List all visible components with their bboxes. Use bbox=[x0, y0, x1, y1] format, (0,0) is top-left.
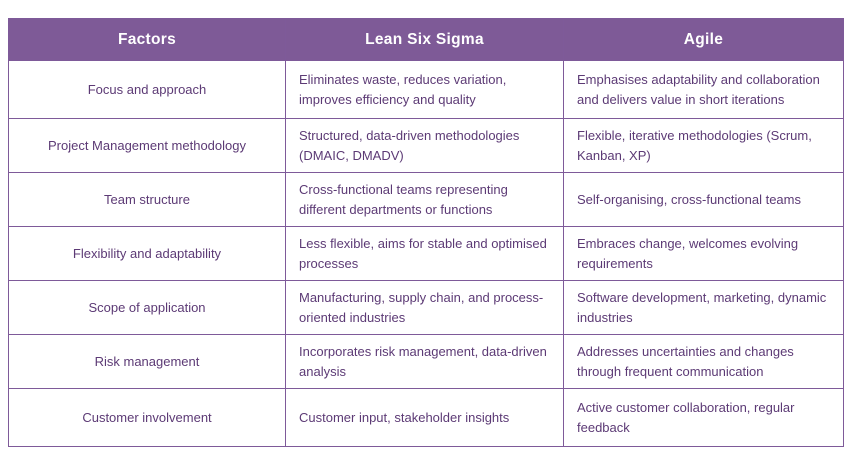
table-row: Scope of application Manufacturing, supp… bbox=[8, 280, 844, 335]
lean-six-sigma-cell: Customer input, stakeholder insights bbox=[285, 388, 564, 447]
factor-cell: Project Management methodology bbox=[8, 118, 286, 173]
header-agile: Agile bbox=[563, 18, 844, 61]
lean-six-sigma-cell: Structured, data-driven methodologies (D… bbox=[285, 118, 564, 173]
comparison-table: Factors Lean Six Sigma Agile Focus and a… bbox=[8, 18, 844, 447]
agile-cell: Software development, marketing, dynamic… bbox=[563, 280, 844, 335]
lean-vs-agile-table: Factors Lean Six Sigma Agile Focus and a… bbox=[8, 18, 844, 447]
table-row: Risk management Incorporates risk manage… bbox=[8, 334, 844, 389]
factor-cell: Risk management bbox=[8, 334, 286, 389]
table-row: Project Management methodology Structure… bbox=[8, 118, 844, 173]
agile-cell: Addresses uncertainties and changes thro… bbox=[563, 334, 844, 389]
lean-six-sigma-cell: Manufacturing, supply chain, and process… bbox=[285, 280, 564, 335]
factor-cell: Customer involvement bbox=[8, 388, 286, 447]
factor-cell: Team structure bbox=[8, 172, 286, 227]
table-header-row: Factors Lean Six Sigma Agile bbox=[8, 18, 844, 61]
agile-cell: Emphasises adaptability and collaboratio… bbox=[563, 60, 844, 119]
table-row: Focus and approach Eliminates waste, red… bbox=[8, 60, 844, 119]
lean-six-sigma-cell: Less flexible, aims for stable and optim… bbox=[285, 226, 564, 281]
agile-cell: Embraces change, welcomes evolving requi… bbox=[563, 226, 844, 281]
table-row: Flexibility and adaptability Less flexib… bbox=[8, 226, 844, 281]
table-row: Customer involvement Customer input, sta… bbox=[8, 388, 844, 447]
lean-six-sigma-cell: Eliminates waste, reduces variation, imp… bbox=[285, 60, 564, 119]
agile-cell: Self-organising, cross-functional teams bbox=[563, 172, 844, 227]
lean-six-sigma-cell: Incorporates risk management, data-drive… bbox=[285, 334, 564, 389]
header-factors: Factors bbox=[8, 18, 286, 61]
agile-cell: Flexible, iterative methodologies (Scrum… bbox=[563, 118, 844, 173]
header-lean-six-sigma: Lean Six Sigma bbox=[285, 18, 564, 61]
agile-cell: Active customer collaboration, regular f… bbox=[563, 388, 844, 447]
factor-cell: Flexibility and adaptability bbox=[8, 226, 286, 281]
factor-cell: Focus and approach bbox=[8, 60, 286, 119]
table-row: Team structure Cross-functional teams re… bbox=[8, 172, 844, 227]
lean-six-sigma-cell: Cross-functional teams representing diff… bbox=[285, 172, 564, 227]
factor-cell: Scope of application bbox=[8, 280, 286, 335]
